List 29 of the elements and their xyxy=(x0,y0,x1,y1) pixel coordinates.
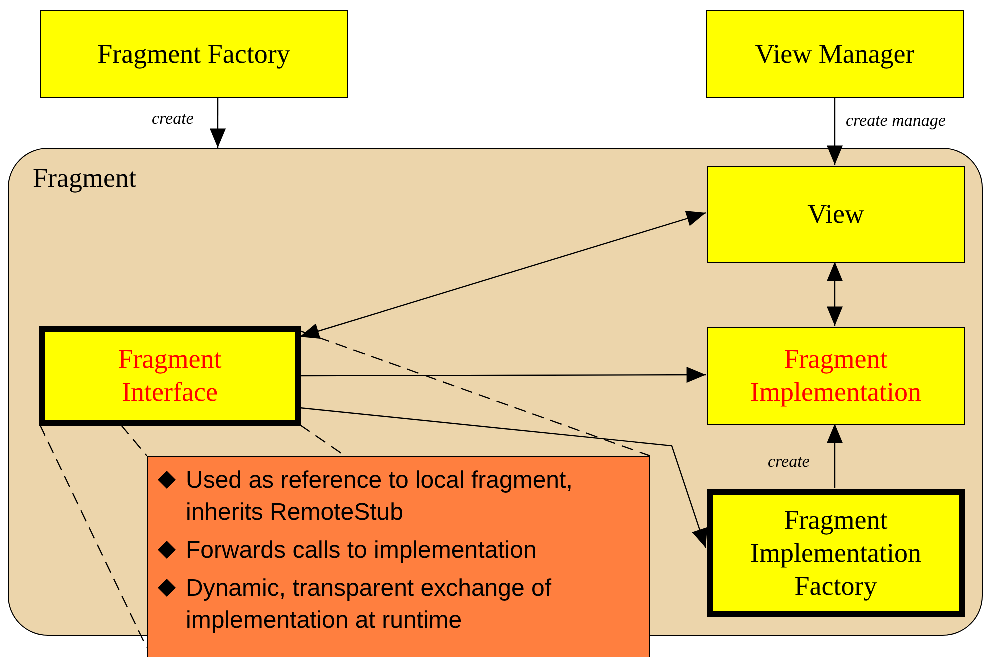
group-title: Fragment xyxy=(33,163,136,194)
bullet-text: Used as reference to local fragment, inherits RemoteStub xyxy=(186,466,574,528)
edge-label: create manage xyxy=(846,111,946,131)
node-text: View xyxy=(806,198,866,231)
process-box xyxy=(40,10,348,98)
arrow xyxy=(827,424,843,488)
node-text: Fragment Implementation Factory xyxy=(750,504,922,602)
node-text: View Manager xyxy=(754,38,916,70)
arrow xyxy=(300,407,708,548)
bullet-text: Forwards calls to implementation xyxy=(186,536,537,566)
callout-tooltip xyxy=(147,456,650,657)
arrow xyxy=(210,98,226,148)
dashed-line xyxy=(300,330,650,457)
process-box xyxy=(39,326,301,426)
process-box xyxy=(707,327,965,425)
process-box xyxy=(706,10,964,98)
node-text: Fragment Factory xyxy=(96,38,292,70)
arrow xyxy=(827,98,843,165)
node-text: Fragment Implementation xyxy=(750,343,922,409)
edge-label: create xyxy=(768,452,810,472)
dashed-line xyxy=(120,424,148,456)
bullet-text: Dynamic, transparent exchange of implementation at runtime xyxy=(186,574,553,636)
edge-label: create xyxy=(152,109,194,129)
node-text: Fragment Interface xyxy=(117,343,223,409)
arrow xyxy=(300,210,706,340)
arrow xyxy=(827,262,843,326)
process-box xyxy=(707,489,965,617)
arrow xyxy=(300,367,706,384)
process-box xyxy=(707,166,965,263)
